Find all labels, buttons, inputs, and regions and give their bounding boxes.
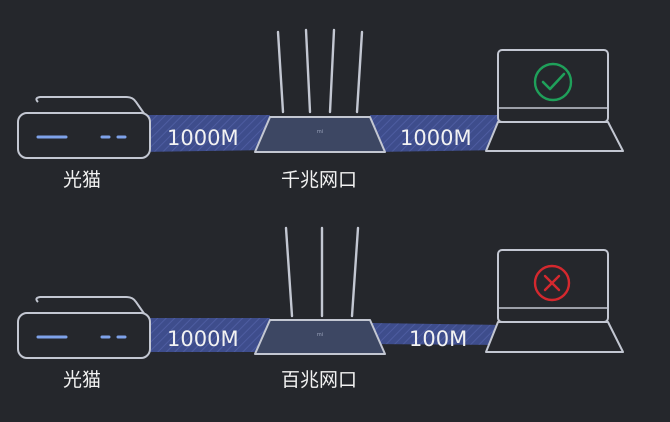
checkmark-icon	[533, 62, 573, 102]
laptop	[485, 49, 624, 152]
modem-caption: 光猫	[63, 169, 101, 191]
laptop-screen	[497, 249, 609, 323]
cross-icon	[533, 264, 571, 302]
uplink-speed-label: 1000M	[167, 126, 239, 150]
laptop-base	[485, 321, 624, 353]
row-fast-ethernet: mi 1000M 100M 光猫 百兆网口	[17, 226, 624, 391]
router-antennas	[276, 28, 364, 114]
uplink-band	[140, 115, 270, 152]
uplink-speed-label: 1000M	[167, 327, 239, 351]
downlink-speed-label: 1000M	[400, 126, 472, 150]
router-caption: 百兆网口	[281, 369, 357, 391]
downlink-band-narrow	[370, 323, 505, 345]
row-gigabit: mi 1000M 1000M 光猫 千兆网口	[17, 28, 624, 191]
router-logo: mi	[317, 332, 323, 338]
optical-modem	[17, 296, 151, 359]
router-caption: 千兆网口	[281, 169, 357, 191]
router-antennas	[284, 226, 360, 318]
downlink-band	[370, 115, 505, 152]
optical-modem	[17, 96, 151, 159]
laptop	[485, 249, 624, 353]
router-logo: mi	[317, 129, 323, 135]
downlink-speed-label: 100M	[409, 327, 467, 351]
uplink-band	[140, 318, 270, 352]
laptop-base	[485, 121, 624, 152]
router: mi	[254, 28, 386, 153]
modem-caption: 光猫	[63, 369, 101, 391]
router: mi	[254, 226, 386, 355]
